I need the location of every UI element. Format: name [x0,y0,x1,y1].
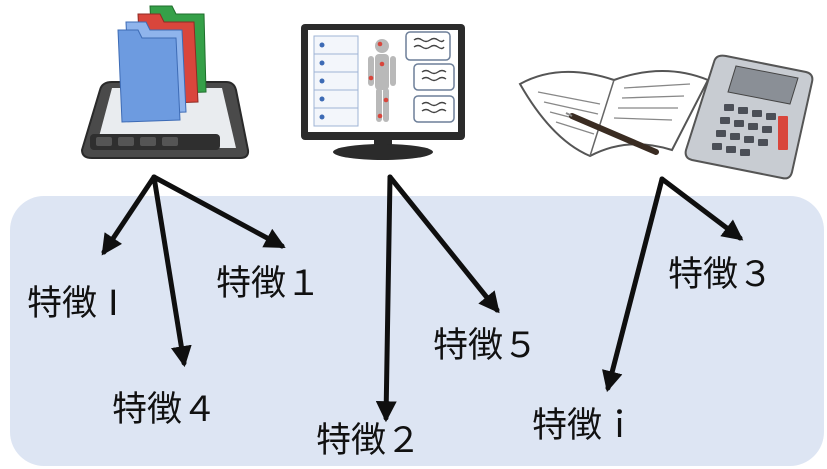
feature-label-5: 特徴５ [433,326,539,366]
feature-label-1: 特徴１ [216,264,322,304]
feature-label-4: 特徴４ [112,390,218,430]
medical-monitor-icon [301,24,465,160]
feature-panel [10,196,824,466]
arrow-icon1-to-feature-4 [151,174,192,368]
feature-label-I: 特徴 I [27,284,119,324]
feature-label-3: 特徴３ [668,255,774,295]
arrow-icon2-to-feature-2 [375,174,397,423]
folders-tablet-icon [80,5,250,159]
arrow-icon2-to-feature-5 [387,174,500,314]
arrow-icon3-to-feature-3 [659,176,744,241]
notebook-calculator-icon [518,54,814,180]
arrow-icon1-to-feature-I [101,174,157,256]
arrow-icon3-to-feature-i [602,176,665,393]
arrow-icon1-to-feature-1 [151,174,286,249]
feature-label-2: 特徴２ [316,421,422,461]
feature-label-i: 特徴ｉ [532,406,638,446]
